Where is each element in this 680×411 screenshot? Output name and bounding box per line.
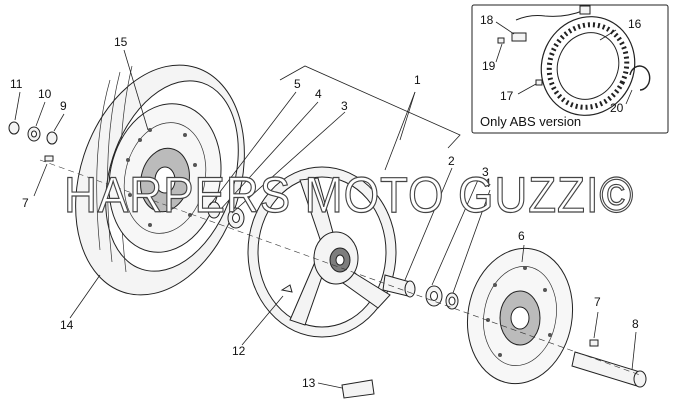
callout-12: 12 bbox=[232, 344, 246, 358]
abs-circlip bbox=[629, 65, 651, 91]
leader-lines bbox=[14, 49, 637, 389]
callout-20: 20 bbox=[610, 101, 624, 115]
callout-16: 16 bbox=[628, 17, 642, 31]
spacers-left bbox=[207, 201, 245, 229]
callout-5: 5 bbox=[294, 77, 301, 91]
callout-19: 19 bbox=[482, 59, 496, 73]
brake-disc-left bbox=[108, 103, 222, 253]
hub-parts-right bbox=[382, 274, 459, 310]
small-parts-misc bbox=[280, 284, 599, 399]
callout-11: 11 bbox=[10, 77, 23, 91]
axis-lines bbox=[39, 159, 641, 376]
callout-4-right: 4 bbox=[484, 176, 491, 190]
callout-8: 8 bbox=[632, 317, 639, 331]
brake-disc-right bbox=[466, 247, 574, 385]
inset-caption: Only ABS version bbox=[480, 114, 581, 129]
callout-6: 6 bbox=[518, 229, 525, 243]
watermark: HARPERS MOTO GUZZI© bbox=[64, 167, 634, 223]
abs-tone-ring bbox=[540, 16, 636, 116]
callout-15: 15 bbox=[114, 35, 128, 49]
axle bbox=[571, 351, 647, 388]
callout-13: 13 bbox=[302, 376, 316, 390]
callout-4-left: 4 bbox=[315, 87, 322, 101]
callout-14: 14 bbox=[60, 318, 74, 332]
abs-sensor bbox=[497, 5, 591, 86]
abs-inset: Only ABS version bbox=[471, 4, 669, 134]
callouts: 1 2 3 3 4 4 5 6 7 7 8 9 10 11 12 13 14 1… bbox=[10, 13, 642, 390]
callout-7-right: 7 bbox=[594, 295, 601, 309]
callout-2: 2 bbox=[448, 154, 455, 168]
callout-10: 10 bbox=[38, 87, 52, 101]
small-parts-left bbox=[8, 121, 58, 162]
callout-1: 1 bbox=[414, 73, 421, 87]
callout-7-left: 7 bbox=[22, 196, 29, 210]
callout-9: 9 bbox=[60, 99, 67, 113]
callout-17: 17 bbox=[500, 89, 514, 103]
callout-18: 18 bbox=[480, 13, 494, 27]
callout-3-right: 3 bbox=[482, 165, 489, 179]
callout-3-left: 3 bbox=[341, 99, 348, 113]
